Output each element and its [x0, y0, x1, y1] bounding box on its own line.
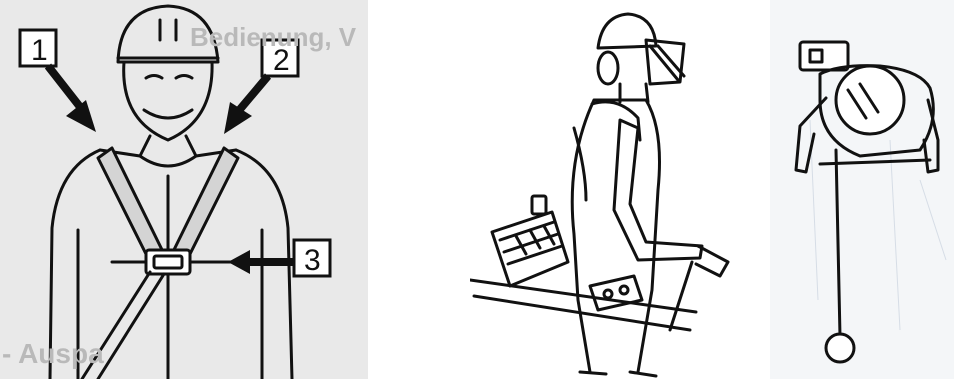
callout-1-label: 1	[31, 34, 48, 67]
top-view-illustration	[770, 0, 954, 379]
face	[124, 62, 212, 140]
harness-figure-panel: Bedienung, V - Auspa	[0, 0, 368, 379]
top-view-panel	[770, 0, 954, 379]
callout-3: 3	[228, 240, 330, 277]
callout-2: 2	[224, 40, 298, 134]
callout-3-label: 3	[304, 244, 321, 277]
cutting-head	[826, 334, 854, 362]
side-view-illustration	[470, 0, 770, 379]
background-heading-text: Bedienung, V	[190, 22, 356, 53]
cutter-shaft	[836, 150, 840, 336]
ear-muff	[598, 52, 618, 84]
callout-1: 1	[20, 30, 96, 132]
side-view-panel	[470, 0, 770, 379]
background-body-text: - Auspa	[2, 338, 104, 370]
harness-illustration: 1 2 3	[0, 0, 368, 379]
engine-housing	[800, 42, 848, 70]
harness-strap	[592, 102, 640, 140]
body	[572, 100, 659, 372]
